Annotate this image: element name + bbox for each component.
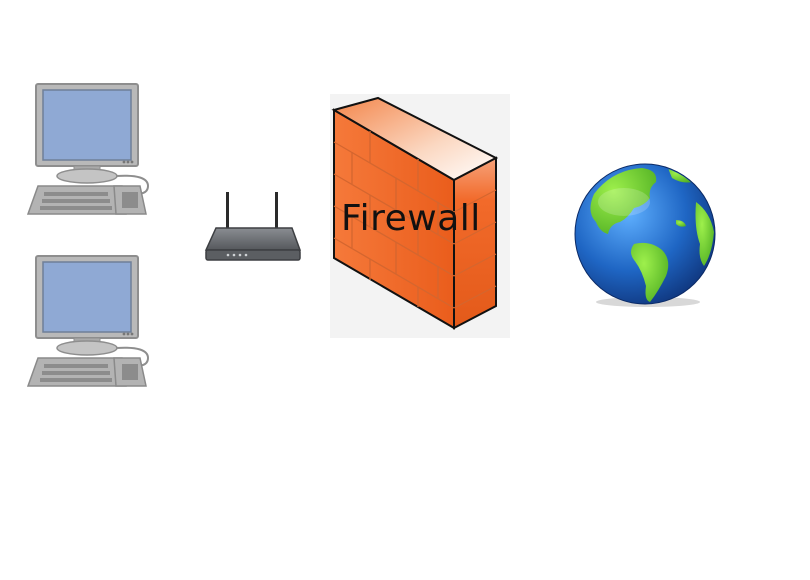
globe-icon [574, 163, 716, 307]
desktop-computer-icon [26, 255, 150, 387]
firewall-label: Firewall [341, 198, 481, 239]
brick-firewall-icon [330, 94, 510, 338]
wireless-router-icon [204, 192, 302, 261]
desktop-computer-icon [26, 83, 150, 215]
